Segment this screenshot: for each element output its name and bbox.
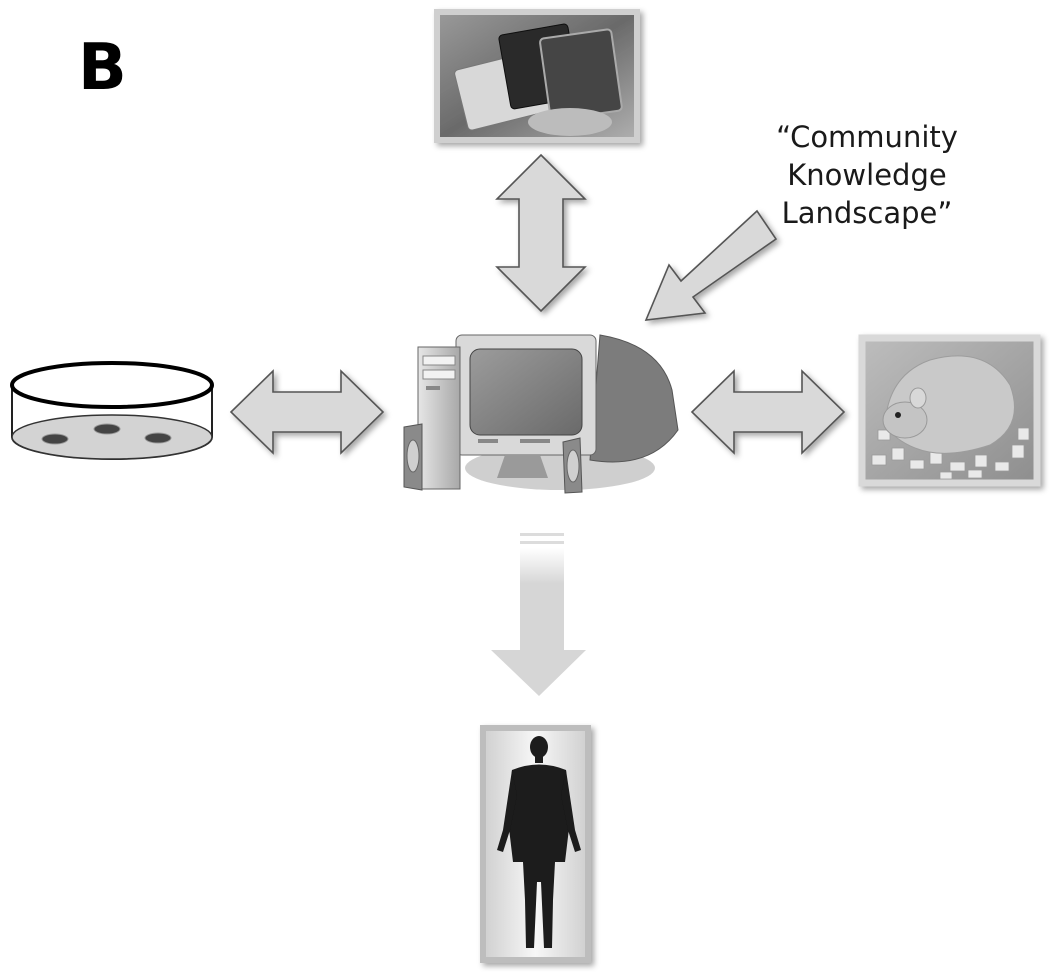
arrow-center-to-mouse: [690, 369, 846, 455]
arrow-knowledge-to-center: [644, 209, 778, 321]
annotation-line-1: “Community Knowledge: [776, 120, 958, 192]
microplate-photo: [434, 9, 640, 143]
mouse-photo: [858, 334, 1041, 487]
petri-dish: [10, 361, 214, 460]
annotation-line-2: Landscape”: [781, 196, 953, 230]
community-knowledge-annotation: “Community Knowledge Landscape”: [692, 118, 1042, 232]
computer-workstation: [403, 334, 679, 494]
arrow-center-to-dish: [229, 369, 385, 455]
panel-letter: B: [78, 31, 127, 105]
arrow-center-to-human: [491, 533, 586, 696]
arrow-center-to-plate: [495, 153, 587, 313]
human-silhouette: [480, 725, 591, 963]
